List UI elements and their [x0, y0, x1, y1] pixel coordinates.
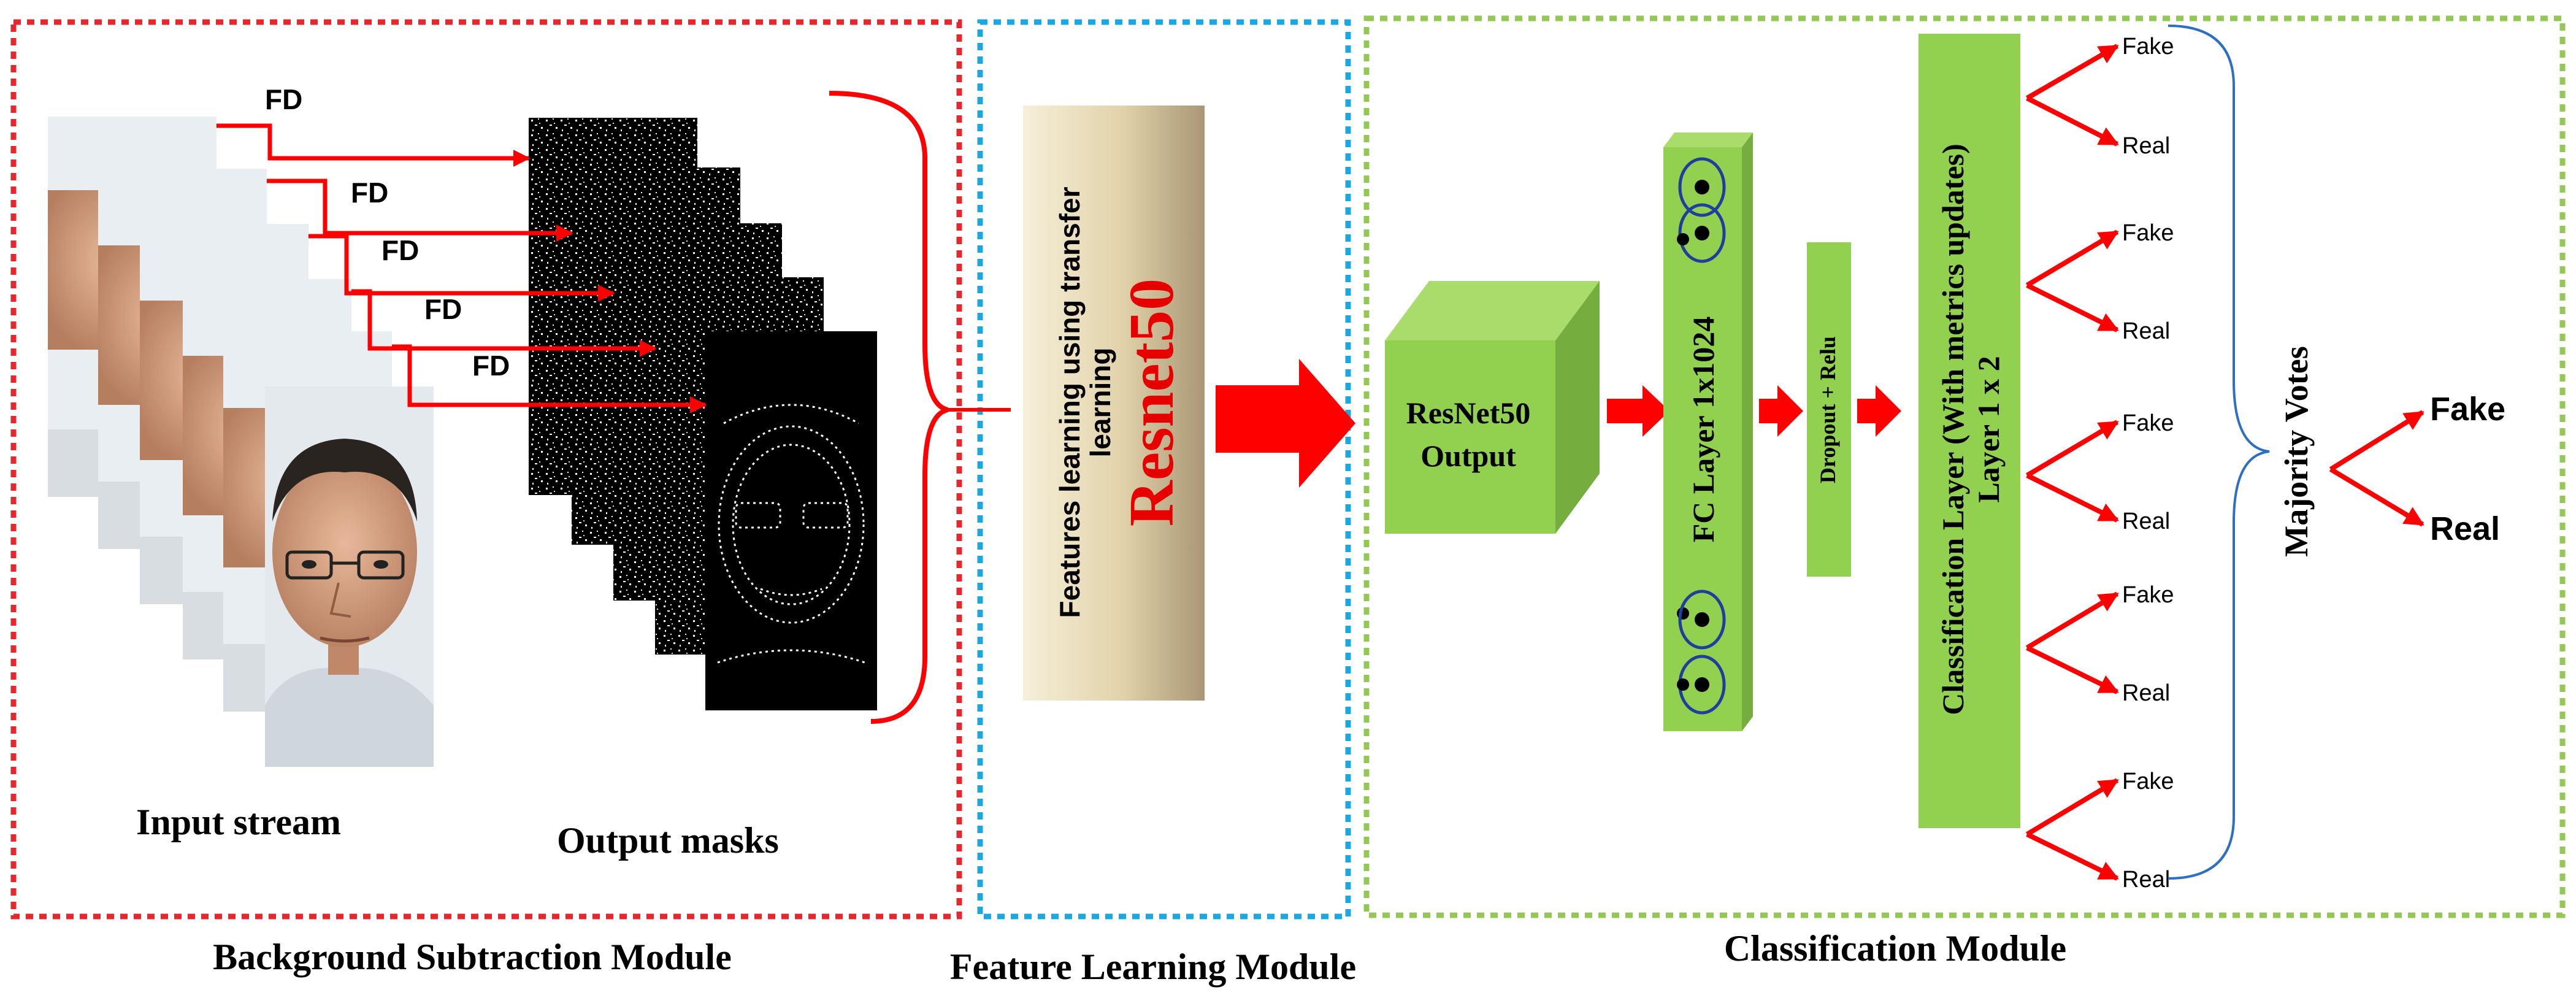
- fd-label: FD: [265, 83, 302, 115]
- classification-layer-block: [1919, 34, 2020, 828]
- big-flow-arrow: [1216, 359, 1355, 488]
- arrow-to-fc: [1607, 385, 1669, 437]
- dropout-relu-label: Dropout + Relu: [1815, 336, 1840, 483]
- fd-label: FD: [472, 350, 510, 382]
- input-stream-label: Input stream: [136, 802, 341, 842]
- fc-layer-label: FC Layer 1x1024: [1686, 317, 1720, 542]
- input-stream-frames: [48, 117, 434, 767]
- classification-module-border: [1363, 15, 2566, 918]
- feature-learning-block: [1023, 106, 1205, 701]
- fake-label: Fake: [2122, 769, 2174, 794]
- neuron-dot: [1677, 678, 1689, 691]
- real-label: Real: [2122, 680, 2170, 706]
- majority-brace: [2168, 25, 2270, 880]
- neuron-dot: [1677, 233, 1689, 245]
- final-real-label: Real: [2430, 510, 2500, 547]
- classification-layer-line2: Layer 1 x 2: [1971, 356, 2006, 502]
- final-fake-label: Fake: [2430, 391, 2505, 428]
- fd-label: FD: [424, 293, 462, 325]
- classification-module-title: Classification Module: [1724, 928, 2066, 969]
- mask-face-outline: [717, 404, 865, 664]
- background-module-border: [10, 19, 962, 920]
- classification-layer-line1: Classification Layer (With metrics updat…: [1936, 144, 1970, 715]
- fd-labels: FD FD FD FD FD: [265, 83, 510, 382]
- real-label: Real: [2122, 133, 2170, 159]
- feature-module-title: Feature Learning Module: [950, 947, 1356, 987]
- fd-label: FD: [351, 177, 388, 209]
- feature-learning-text: Features learning using transfer learnin…: [1054, 186, 1187, 618]
- neuron-circle: [1678, 203, 1726, 263]
- resnet50-output-line1: ResNet50: [1406, 396, 1531, 430]
- feature-learning-line1: Features learning using transfer: [1054, 186, 1086, 618]
- neuron-circle: [1678, 590, 1726, 650]
- neuron-circle: [1678, 157, 1726, 217]
- real-label: Real: [2122, 318, 2170, 344]
- real-label: Real: [2122, 867, 2170, 893]
- final-decision-arrows: [2329, 410, 2425, 527]
- feature-learning-line2: learning: [1084, 348, 1116, 458]
- background-module-title: Background Subtraction Module: [213, 937, 732, 977]
- resnet50-output-cube: [1385, 281, 1600, 534]
- resnet50-model-label: Resnet50: [1116, 279, 1187, 526]
- output-masks-label: Output masks: [557, 820, 779, 861]
- dropout-relu-block: [1807, 242, 1851, 577]
- face-frame-front: [265, 386, 434, 767]
- fd-label: FD: [381, 234, 419, 266]
- mask-bracket: [829, 91, 949, 724]
- fake-label: Fake: [2122, 34, 2174, 60]
- fake-label: Fake: [2122, 220, 2174, 246]
- output-pairs: [2025, 44, 2119, 881]
- majority-votes-label: Majority Votes: [2278, 346, 2315, 556]
- arrow-to-dropout: [1759, 385, 1803, 437]
- classification-layer-text: Classification Layer (With metrics updat…: [1936, 144, 2006, 715]
- output-mask-frames: [529, 118, 877, 710]
- fc-neurons: [1677, 157, 1726, 715]
- fd-arrows: [217, 123, 707, 413]
- fake-label: Fake: [2122, 410, 2174, 436]
- feature-module-border: [977, 19, 1351, 920]
- real-label: Real: [2122, 509, 2170, 534]
- arrow-to-classification: [1857, 385, 1901, 437]
- output-pair-labels: Fake Real Fake Real Fake Real Fake Real …: [2122, 34, 2174, 893]
- fake-label: Fake: [2122, 582, 2174, 608]
- fc-layer-block: [1663, 133, 1753, 731]
- mask-frame: [705, 331, 877, 710]
- resnet50-output-line2: Output: [1420, 439, 1516, 473]
